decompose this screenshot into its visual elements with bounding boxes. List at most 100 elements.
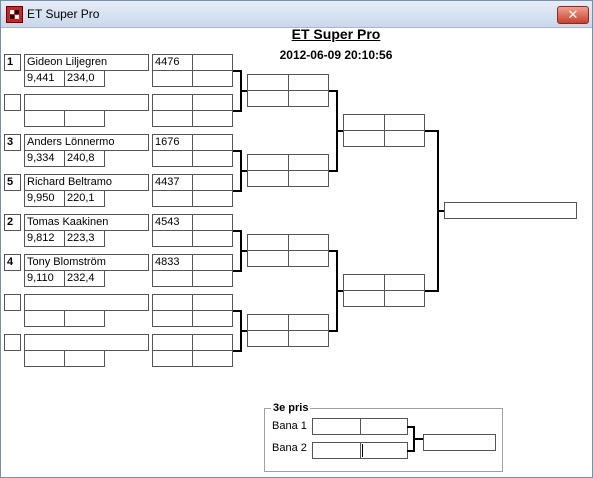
driver-name-cell[interactable] — [24, 94, 149, 111]
seed-box[interactable]: 5 — [4, 174, 21, 191]
third-place-winner-cell[interactable] — [423, 434, 496, 451]
round2-cell[interactable] — [247, 154, 289, 171]
speed-cell[interactable]: 240,8 — [64, 150, 105, 167]
speed-cell[interactable]: 234,0 — [64, 70, 105, 87]
result-cell[interactable] — [192, 110, 233, 127]
bracket-line — [233, 190, 241, 192]
round2-cell[interactable] — [288, 170, 329, 187]
result-cell[interactable] — [192, 190, 233, 207]
round2-cell[interactable] — [247, 170, 289, 187]
result-cell[interactable] — [152, 350, 193, 367]
round2-cell[interactable] — [288, 250, 329, 267]
round2-cell[interactable] — [288, 90, 329, 107]
dial-cell[interactable] — [152, 94, 193, 111]
bracket-line — [233, 270, 241, 272]
seed-box[interactable] — [4, 94, 21, 111]
dial-cell[interactable]: 4476 — [152, 54, 193, 71]
reaction-time-cell[interactable] — [24, 350, 65, 367]
result-cell[interactable] — [192, 134, 233, 151]
round2-cell[interactable] — [288, 314, 329, 331]
seed-box[interactable] — [4, 294, 21, 311]
result-cell[interactable] — [192, 270, 233, 287]
result-cell[interactable] — [152, 150, 193, 167]
seed-box[interactable]: 4 — [4, 254, 21, 271]
result-cell[interactable] — [152, 310, 193, 327]
seed-box[interactable] — [4, 334, 21, 351]
driver-name-cell[interactable]: Tomas Kaakinen — [24, 214, 149, 231]
reaction-time-cell[interactable]: 9,334 — [24, 150, 65, 167]
driver-name-cell[interactable]: Tony Blomström — [24, 254, 149, 271]
lane-1-time-cell[interactable] — [312, 418, 361, 435]
round2-cell[interactable] — [288, 234, 329, 251]
lane-1-speed-cell[interactable] — [360, 418, 408, 435]
lane-2-speed-cell[interactable] — [360, 442, 408, 459]
semifinal-cell[interactable] — [343, 130, 385, 147]
result-cell[interactable] — [192, 70, 233, 87]
reaction-time-cell[interactable] — [24, 310, 65, 327]
dial-cell[interactable]: 4833 — [152, 254, 193, 271]
result-cell[interactable] — [192, 54, 233, 71]
app-icon — [6, 6, 23, 23]
semifinal-cell[interactable] — [384, 130, 425, 147]
result-cell[interactable] — [192, 254, 233, 271]
driver-name-cell[interactable] — [24, 294, 149, 311]
speed-cell[interactable]: 223,3 — [64, 230, 105, 247]
seed-box[interactable]: 2 — [4, 214, 21, 231]
speed-cell[interactable] — [64, 350, 105, 367]
round2-cell[interactable] — [247, 314, 289, 331]
round2-cell[interactable] — [288, 330, 329, 347]
result-cell[interactable] — [192, 350, 233, 367]
reaction-time-cell[interactable]: 9,950 — [24, 190, 65, 207]
speed-cell[interactable]: 232,4 — [64, 270, 105, 287]
dial-cell[interactable]: 4543 — [152, 214, 193, 231]
round2-cell[interactable] — [247, 250, 289, 267]
result-cell[interactable] — [152, 110, 193, 127]
round2-cell[interactable] — [247, 234, 289, 251]
reaction-time-cell[interactable]: 9,110 — [24, 270, 65, 287]
speed-cell[interactable] — [64, 110, 105, 127]
result-cell[interactable] — [152, 230, 193, 247]
semifinal-cell[interactable] — [384, 114, 425, 131]
round2-cell[interactable] — [247, 90, 289, 107]
semifinal-cell[interactable] — [343, 290, 385, 307]
close-button[interactable]: ✕ — [557, 6, 589, 24]
winner-cell[interactable] — [444, 202, 577, 219]
speed-cell[interactable]: 220,1 — [64, 190, 105, 207]
result-cell[interactable] — [192, 230, 233, 247]
result-cell[interactable] — [192, 150, 233, 167]
round2-cell[interactable] — [288, 74, 329, 91]
result-cell[interactable] — [152, 70, 193, 87]
bracket-line — [438, 210, 444, 212]
speed-cell[interactable] — [64, 310, 105, 327]
semifinal-cell[interactable] — [384, 274, 425, 291]
round2-cell[interactable] — [247, 330, 289, 347]
reaction-time-cell[interactable]: 9,812 — [24, 230, 65, 247]
lane-2-time-cell[interactable] — [312, 442, 361, 459]
semifinal-cell[interactable] — [343, 274, 385, 291]
semifinal-cell[interactable] — [384, 290, 425, 307]
seed-box[interactable]: 1 — [4, 54, 21, 71]
dial-cell[interactable] — [152, 294, 193, 311]
result-cell[interactable] — [152, 270, 193, 287]
driver-name-cell[interactable] — [24, 334, 149, 351]
round2-cell[interactable] — [247, 74, 289, 91]
driver-name-cell[interactable]: Anders Lönnermo — [24, 134, 149, 151]
reaction-time-cell[interactable] — [24, 110, 65, 127]
dial-cell[interactable]: 1676 — [152, 134, 193, 151]
driver-name-cell[interactable]: Gideon Liljegren — [24, 54, 149, 71]
reaction-time-cell[interactable]: 9,441 — [24, 70, 65, 87]
dial-cell[interactable]: 4437 — [152, 174, 193, 191]
result-cell[interactable] — [192, 94, 233, 111]
result-cell[interactable] — [192, 310, 233, 327]
result-cell[interactable] — [192, 174, 233, 191]
result-cell[interactable] — [192, 334, 233, 351]
title-bar[interactable]: ET Super Pro ✕ — [1, 1, 592, 28]
seed-box[interactable]: 3 — [4, 134, 21, 151]
result-cell[interactable] — [152, 190, 193, 207]
result-cell[interactable] — [192, 214, 233, 231]
semifinal-cell[interactable] — [343, 114, 385, 131]
driver-name-cell[interactable]: Richard Beltramo — [24, 174, 149, 191]
round2-cell[interactable] — [288, 154, 329, 171]
result-cell[interactable] — [192, 294, 233, 311]
dial-cell[interactable] — [152, 334, 193, 351]
